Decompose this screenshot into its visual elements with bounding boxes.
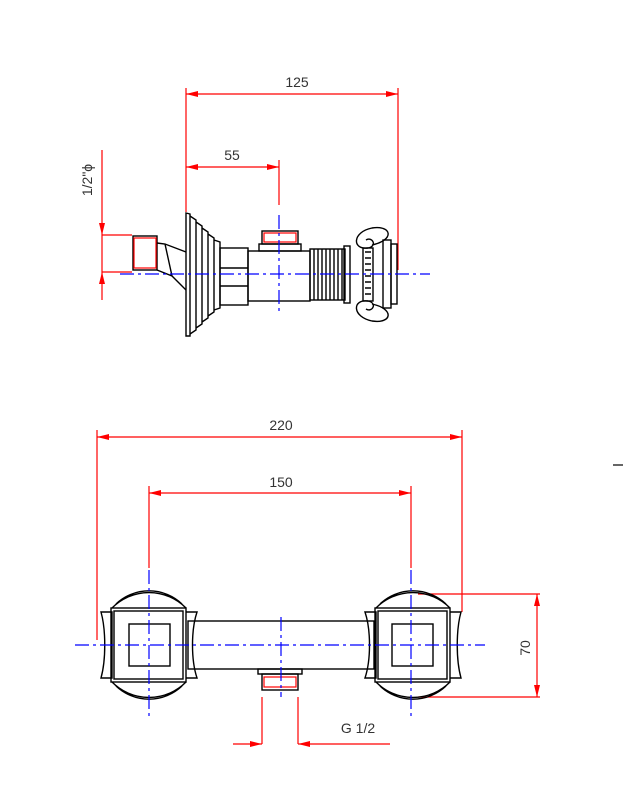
- dim-label-55: 55: [224, 147, 240, 163]
- dim-label-half-inch: 1/2"ϕ: [79, 164, 95, 196]
- dim-label-g-half: G 1/2: [341, 720, 375, 736]
- dim-label-150: 150: [269, 474, 293, 490]
- bottom-outlet: [263, 676, 297, 688]
- dim-label-70: 70: [517, 640, 533, 656]
- front-dimensions: [96, 430, 540, 747]
- outlet-cap: [263, 232, 297, 243]
- top-dimensions: [99, 88, 399, 300]
- top-view: 125 55 1/2"ϕ: [79, 74, 430, 337]
- front-view: 220 150 70 G 1/2: [75, 417, 540, 747]
- dim-label-125: 125: [285, 74, 309, 90]
- dim-label-220: 220: [269, 417, 293, 433]
